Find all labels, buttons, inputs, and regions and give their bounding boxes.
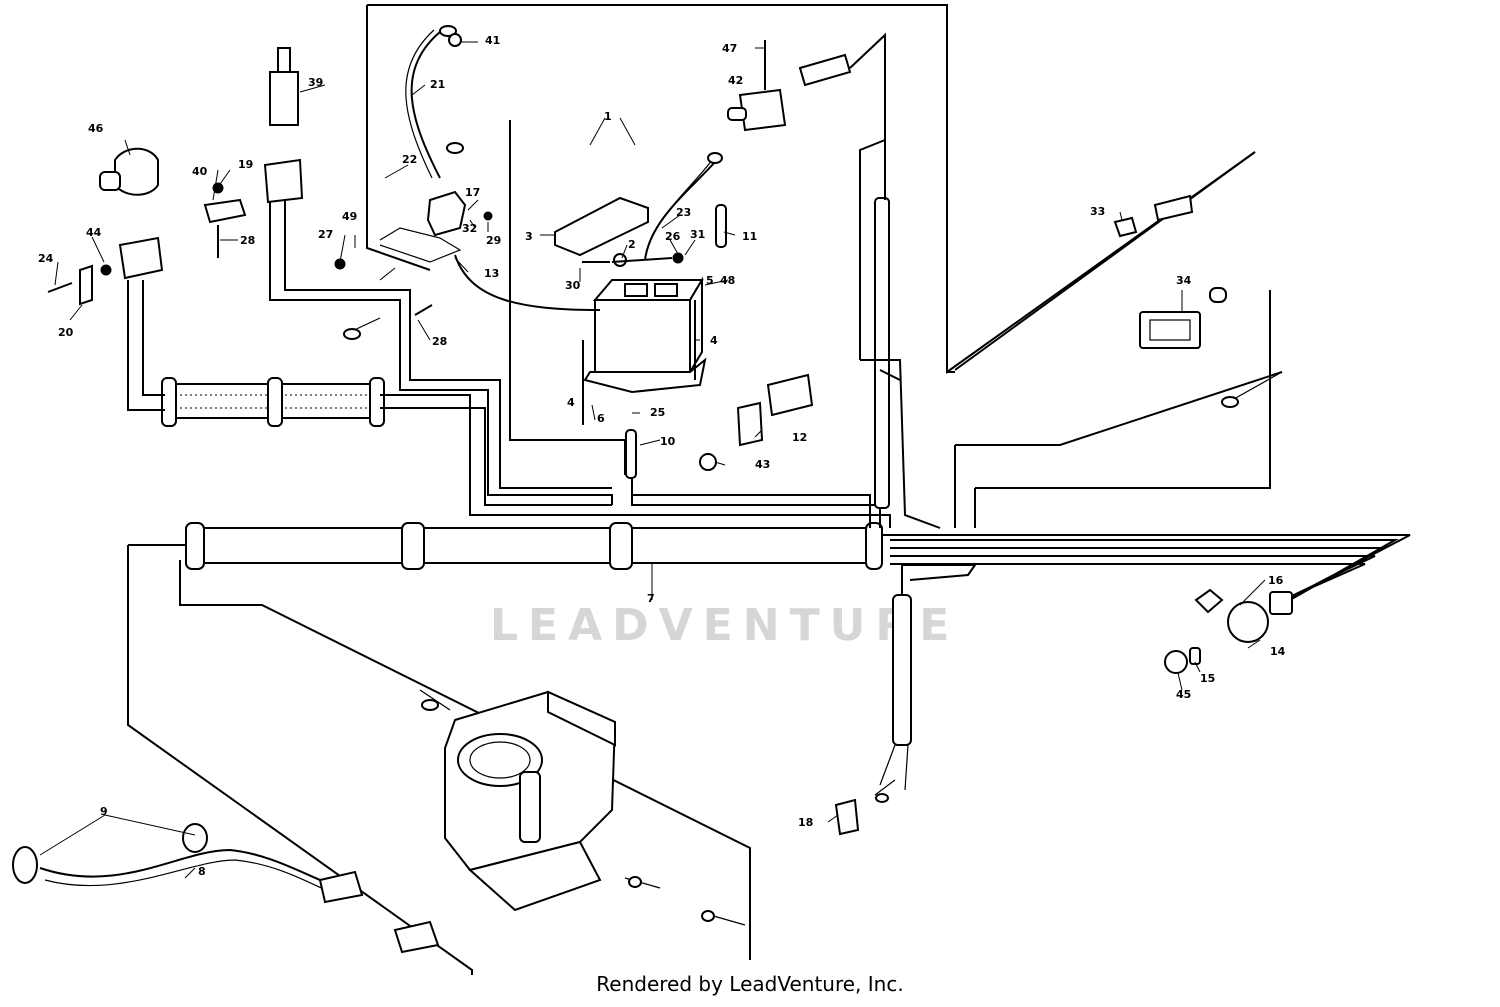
callout-12: 12 [792, 431, 807, 444]
right-harness-outline [954, 151, 1283, 528]
part-11 [715, 204, 727, 248]
callout-28-bottom: 28 [432, 335, 447, 348]
connector-top [798, 53, 852, 87]
callout-15: 15 [1200, 672, 1215, 685]
part-14-ignition [1227, 601, 1269, 643]
callout-42: 42 [728, 74, 743, 87]
harness-clip-d [865, 522, 883, 570]
callout-1: 1 [604, 110, 612, 123]
battery-hold-down [554, 196, 649, 257]
lower-vertical-tube [892, 594, 912, 746]
battery [592, 276, 704, 376]
part-34-gauge [1139, 311, 1201, 349]
part-33 [1113, 216, 1138, 238]
left-wire-run [127, 280, 612, 516]
callout-3: 3 [525, 230, 533, 243]
battery-cable-21 [410, 31, 441, 179]
callout-14: 14 [1270, 645, 1286, 658]
callout-4-left: 4 [567, 396, 575, 409]
callout-11: 11 [742, 230, 757, 243]
part-45 [1164, 650, 1188, 674]
callout-32: 32 [462, 222, 477, 235]
watermark: LEADVENTURE [490, 600, 959, 651]
callout-39: 39 [308, 76, 323, 89]
callout-27: 27 [318, 228, 333, 241]
top-right-wires [849, 32, 886, 360]
top-harness-outline [366, 4, 1256, 374]
callout-45: 45 [1176, 688, 1191, 701]
switch-connector [766, 373, 814, 417]
callout-8: 8 [198, 865, 206, 878]
callout-16: 16 [1268, 574, 1284, 587]
part-12-switch [736, 401, 764, 447]
callout-9: 9 [100, 805, 108, 818]
callout-7: 7 [647, 592, 655, 605]
harness-clip-c [609, 522, 633, 570]
left-clip-a [161, 377, 177, 427]
callout-33: 33 [1090, 205, 1105, 218]
part-46 [114, 147, 159, 196]
callout-49: 49 [342, 210, 357, 223]
battery-tray [583, 357, 707, 394]
harness-clip-a [185, 522, 205, 570]
callout-48: 48 [720, 274, 735, 287]
connector-bottom [393, 920, 440, 954]
left-clip-b [267, 377, 283, 427]
callout-6: 6 [597, 412, 605, 425]
callout-26: 26 [665, 230, 681, 243]
callout-labels: 1 2 3 4 4 5 6 7 8 9 10 11 12 13 14 15 16… [38, 34, 1286, 878]
part-18 [834, 798, 860, 836]
starter-solenoid [426, 190, 467, 237]
render-credit: Rendered by LeadVenture, Inc. [596, 972, 904, 996]
relay-left [118, 236, 164, 280]
part-39 [269, 71, 299, 126]
callout-2: 2 [628, 238, 636, 251]
left-clip-c [369, 377, 385, 427]
vertical-harness-tube [874, 197, 890, 509]
callout-28-top: 28 [240, 234, 255, 247]
part-10 [625, 429, 637, 479]
part-42 [738, 88, 787, 132]
lower-harness-outline [127, 544, 751, 975]
battery-cable-13 [454, 254, 601, 311]
part-20 [79, 264, 93, 306]
callout-5: 5 [706, 274, 714, 287]
callout-31: 31 [690, 228, 705, 241]
part-15 [1189, 647, 1201, 665]
callout-40: 40 [192, 165, 208, 178]
right-fanout-wires [882, 534, 1411, 607]
relay-top [263, 158, 304, 204]
callout-43: 43 [755, 458, 770, 471]
callout-34: 34 [1176, 274, 1192, 287]
main-harness-tube [192, 527, 880, 564]
callout-17: 17 [465, 186, 480, 199]
callout-4-right: 4 [710, 334, 718, 347]
callout-13: 13 [484, 267, 499, 280]
part-40 [203, 198, 247, 224]
callout-22: 22 [402, 153, 417, 166]
callout-20: 20 [58, 326, 74, 339]
callout-25: 25 [650, 406, 665, 419]
battery-wire-run [509, 120, 891, 528]
callout-23: 23 [676, 206, 691, 219]
engine [444, 690, 617, 912]
part-8-harness [12, 823, 364, 904]
harness-clip-b [401, 522, 425, 570]
part-43 [699, 453, 717, 471]
callout-21: 21 [430, 78, 445, 91]
callout-24: 24 [38, 252, 54, 265]
callout-18: 18 [798, 816, 813, 829]
callout-30: 30 [565, 279, 581, 292]
wire-39-run [269, 200, 613, 505]
part-16-key [1194, 588, 1224, 614]
leader-lines [39, 41, 1266, 879]
callout-19: 19 [238, 158, 253, 171]
callout-46: 46 [88, 122, 104, 135]
callout-41: 41 [485, 34, 500, 47]
callout-47: 47 [722, 42, 737, 55]
callout-29: 29 [486, 234, 501, 247]
callout-44: 44 [86, 226, 102, 239]
callout-10: 10 [660, 435, 676, 448]
